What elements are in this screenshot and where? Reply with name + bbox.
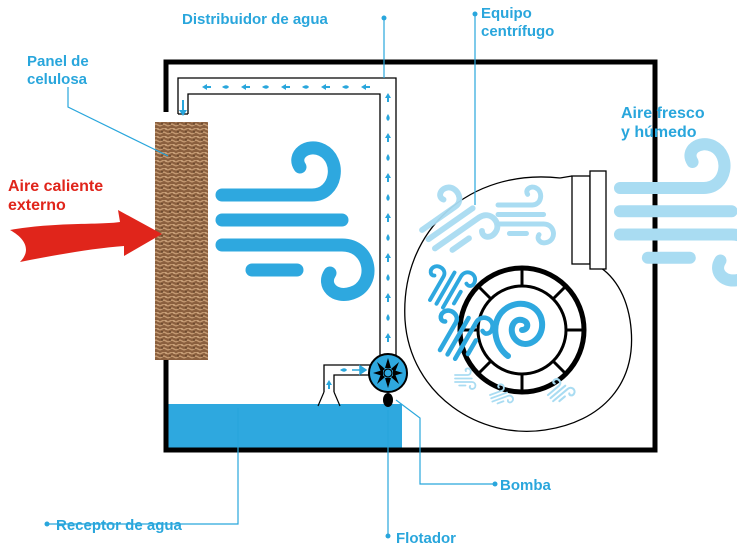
- label-panel-line1: Panel de: [27, 53, 89, 70]
- suction-up-arrow-icon: [326, 380, 332, 389]
- cellulose-panel: [155, 122, 208, 360]
- down-arrow-icon: [179, 110, 187, 116]
- distributor-pipe-outer: [177, 77, 397, 357]
- label-equipo-line2: centrífugo: [481, 23, 554, 40]
- red-arrow-icon: [10, 210, 162, 262]
- pump-icon: [368, 353, 408, 393]
- wind-icon: [222, 148, 368, 295]
- label-distribuidor: Distribuidor de agua: [182, 11, 329, 28]
- leader-lines: [47, 14, 495, 536]
- label-aire-caliente-line2: externo: [8, 197, 66, 214]
- light-wind-icon: [410, 175, 502, 267]
- suction-drop-icon: [340, 368, 347, 372]
- fan-outlet: [571, 175, 591, 265]
- centrifugal-fan-icon: [457, 265, 587, 395]
- light-wind-icon: [498, 187, 553, 243]
- label-bomba: Bomba: [500, 477, 551, 494]
- label-aire-fresco-line1: Aire fresco: [621, 105, 705, 122]
- label-flotador: Flotador: [396, 530, 456, 547]
- vertical-flow-arrows: [385, 93, 391, 342]
- distributor-pipe-inner: [187, 93, 381, 357]
- label-equipo-line1: Equipo: [481, 5, 532, 22]
- float-icon: [383, 393, 393, 407]
- fresh-air-wind-icon: [620, 144, 737, 280]
- label-panel-line2: celulosa: [27, 71, 88, 88]
- light-wind-icon: [454, 367, 477, 390]
- label-aire-caliente-line1: Aire caliente: [8, 178, 103, 195]
- label-aire-fresco-line2: y húmedo: [621, 124, 697, 141]
- water-reservoir: [166, 404, 402, 450]
- top-flow-arrows: [202, 84, 370, 90]
- label-receptor: Receptor de agua: [56, 517, 183, 534]
